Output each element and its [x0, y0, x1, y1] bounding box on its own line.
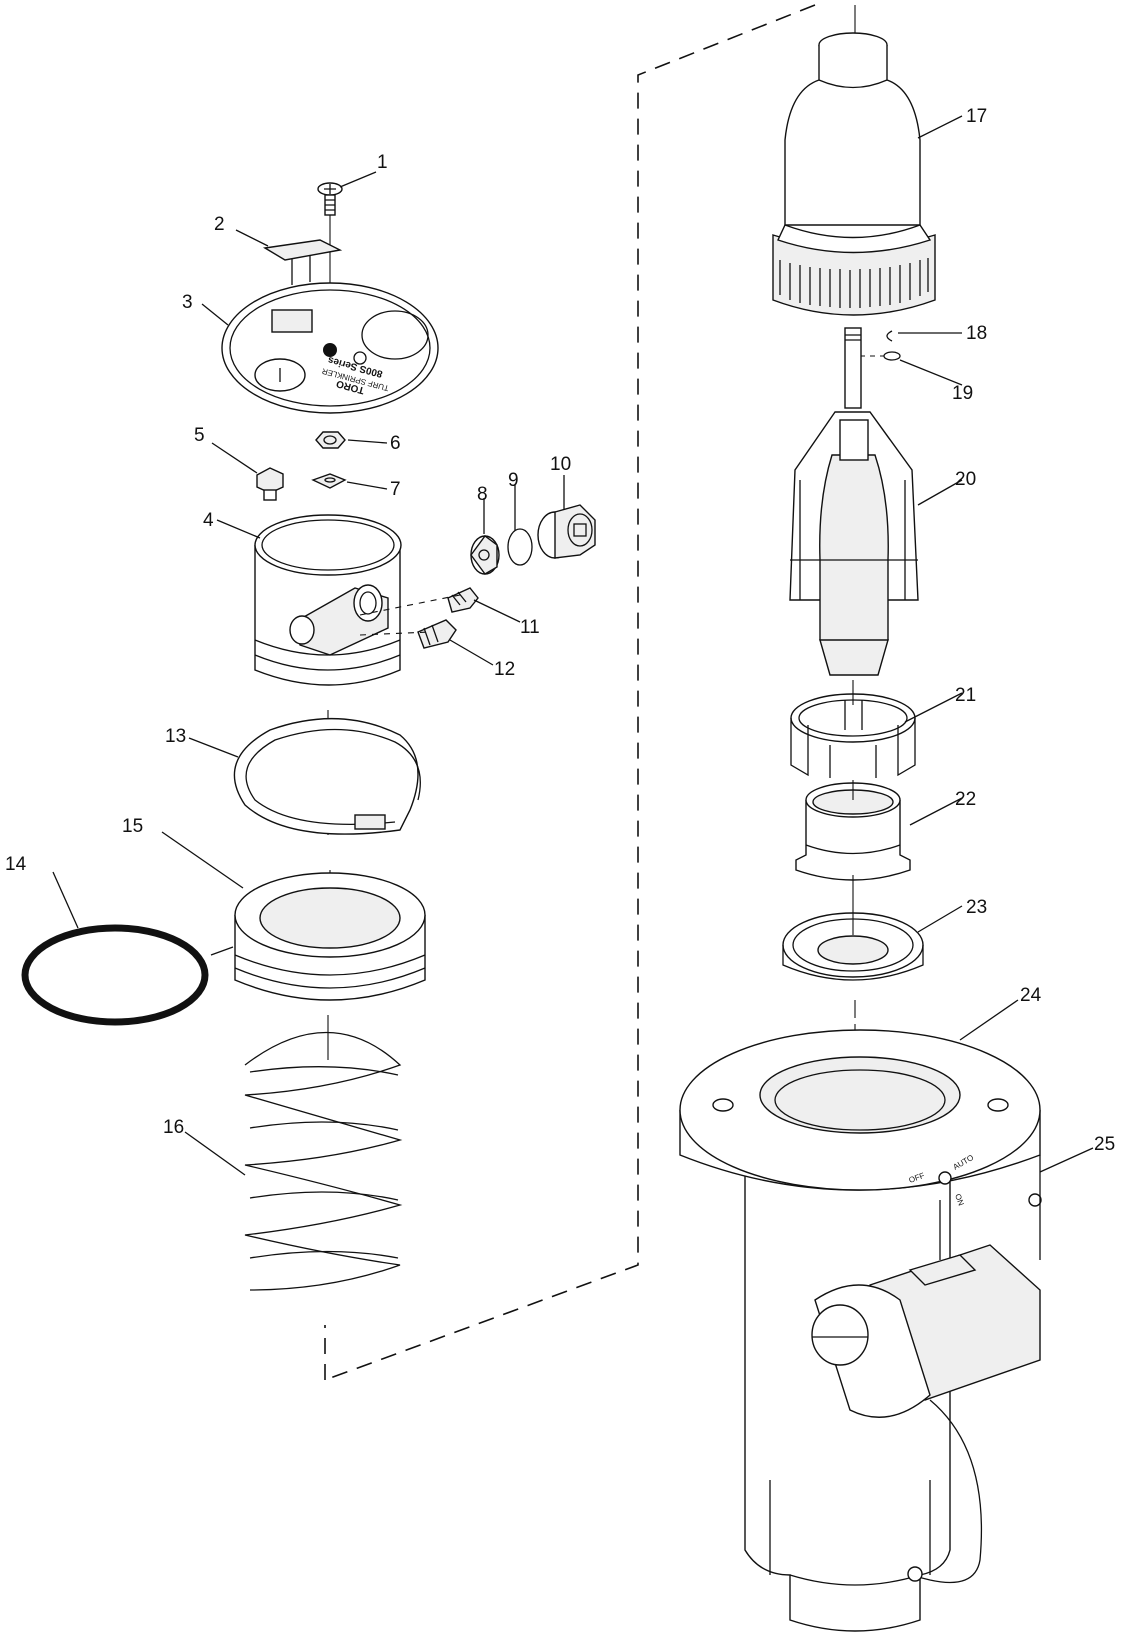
- part-1-screw: [317, 182, 343, 216]
- callout-6: 6: [390, 433, 401, 454]
- callout-2: 2: [214, 214, 225, 235]
- callout-13: 13: [165, 726, 186, 747]
- part-24-sprinkler-case: OFF AUTO ON: [679, 1029, 1042, 1632]
- callout-20: 20: [955, 469, 976, 490]
- callout-labels: 1 2 3 4 5 6 7 8 9 10 11 12 13 14 15 16 1…: [5, 106, 1115, 1155]
- part-2-cover-clip: [262, 239, 343, 285]
- callout-12: 12: [494, 659, 515, 680]
- callout-18: 18: [966, 323, 987, 344]
- callout-14: 14: [5, 854, 27, 875]
- callout-10: 10: [550, 454, 571, 475]
- callout-7: 7: [390, 479, 401, 500]
- part-6-hex-nut: [315, 431, 346, 449]
- part-17-housing: [772, 32, 936, 316]
- assembly-connector-dashed-line: [324, 4, 816, 1381]
- part-8-nozzle-insert: [470, 535, 500, 575]
- part-7-washer: [311, 473, 347, 489]
- callout-3: 3: [182, 292, 193, 313]
- part-11-set-screw: [447, 587, 479, 613]
- callout-5: 5: [194, 425, 205, 446]
- part-3-nozzle-cap-disc: TORO 800S Series TURF SPRINKLER: [221, 282, 439, 414]
- callout-15: 15: [122, 816, 143, 837]
- part-9-o-ring: [507, 528, 533, 566]
- insert-path-dashes: [359, 594, 461, 636]
- flange-on-text: ON: [953, 1193, 966, 1208]
- part-18-retaining-clip: [886, 330, 893, 342]
- callout-8: 8: [477, 484, 488, 505]
- part-23-valve-seat: [782, 912, 924, 981]
- callout-16: 16: [163, 1117, 184, 1138]
- callout-11: 11: [520, 617, 540, 638]
- part-5-plug: [256, 467, 284, 501]
- callout-1: 1: [377, 152, 388, 173]
- part-20-valve-assembly: [789, 327, 919, 676]
- part-19-small-o-ring: [883, 351, 901, 361]
- callout-25: 25: [1094, 1134, 1115, 1155]
- part-10-nozzle-retainer: [537, 504, 596, 559]
- leader-lines: [52, 115, 1094, 1176]
- part-15-bushing: [234, 872, 426, 1001]
- part-13-snap-ring: [233, 718, 421, 835]
- callout-23: 23: [966, 897, 987, 918]
- part-12-set-screw: [417, 619, 457, 649]
- part-21-cage: [790, 693, 916, 778]
- callout-17: 17: [966, 106, 987, 127]
- callout-9: 9: [508, 470, 519, 491]
- callout-24: 24: [1020, 985, 1042, 1006]
- callout-21: 21: [955, 685, 976, 706]
- part-14-large-o-ring: [21, 924, 209, 1026]
- callout-22: 22: [955, 789, 976, 810]
- callout-19: 19: [952, 383, 973, 404]
- callout-4: 4: [203, 510, 214, 531]
- part-4-nozzle-body: [254, 514, 402, 686]
- part-16-spring: [244, 1031, 403, 1291]
